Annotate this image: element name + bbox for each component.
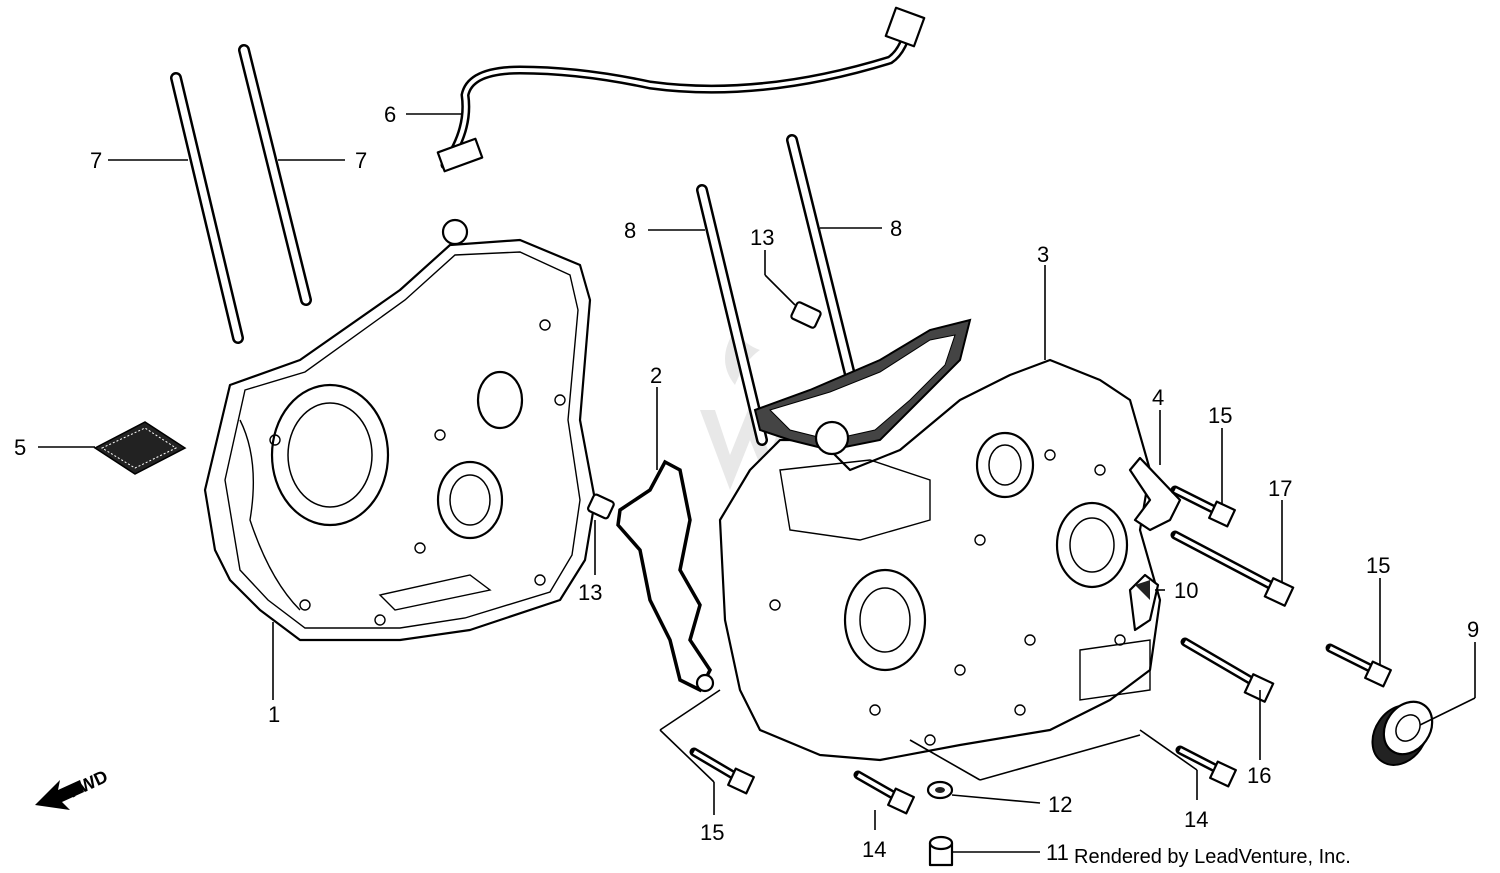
callout-labels: 1 2 3 4 5 6 7 7 8 8 9 10 11 12 13 13 14 … [14,102,1479,865]
callout-9: 9 [1467,617,1479,642]
callout-7-right: 7 [355,148,367,173]
leader-lines [38,113,1476,853]
callout-16: 16 [1247,763,1271,788]
callout-17: 17 [1268,476,1292,501]
part-13-dowel-upper [790,301,822,329]
part-8-stud-bolts [696,134,861,446]
callout-8-right: 8 [890,216,902,241]
credit-text: Rendered by LeadVenture, Inc. [1074,846,1351,868]
fwd-arrow: FWD [35,766,111,810]
fwd-label: FWD [65,766,111,801]
callout-15-right: 15 [1366,553,1390,578]
callout-12: 12 [1048,792,1072,817]
part-6-cable [436,6,926,173]
callout-2: 2 [650,363,662,388]
callout-6: 6 [384,102,396,127]
callout-7-left: 7 [90,148,102,173]
callout-11: 11 [1046,840,1069,865]
part-3-right-crankcase [718,318,1162,762]
callout-13-upper: 13 [750,225,774,250]
part-10-plate [1128,573,1160,632]
part-7-stud-bolts [170,44,312,344]
part-13-dowel-left [587,493,615,520]
callout-1: 1 [268,702,280,727]
callout-5: 5 [14,435,26,460]
callout-8-left: 8 [624,218,636,243]
part-1-left-crankcase [203,218,597,642]
part-12-washer [926,780,954,800]
callout-10: 10 [1174,578,1198,603]
bolts [689,485,1392,815]
part-2-gasket [616,459,715,693]
callout-15-bottom: 15 [700,820,724,845]
callout-14-bottom: 14 [862,837,886,862]
part-4-plate [1128,456,1182,532]
part-11-drain-bolt [928,835,954,867]
callout-4: 4 [1152,385,1164,410]
callout-13-left: 13 [578,580,602,605]
callout-15-upper: 15 [1208,403,1232,428]
callout-3: 3 [1037,242,1049,267]
part-5-screen [93,421,187,475]
part-9-oil-seal [1371,700,1434,766]
callout-14-right: 14 [1184,807,1208,832]
